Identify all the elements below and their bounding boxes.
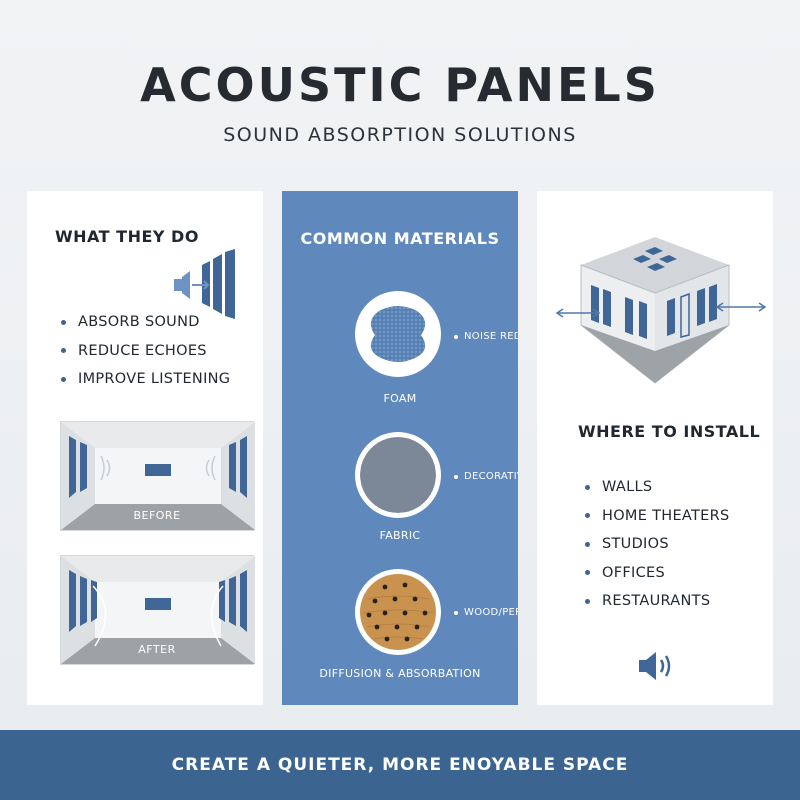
list-item: OFFICES <box>585 559 730 588</box>
foam-note: NOISE REDUCTI <box>454 331 518 342</box>
wood-swatch <box>355 569 441 655</box>
sound-wave-panels-icon <box>174 249 235 319</box>
fabric-note: DECORATIVE <box>454 471 518 482</box>
list-item: WALLS <box>585 473 730 502</box>
common-materials-heading: COMMON MATERIALS <box>300 229 500 248</box>
after-room-illustration: AFTER <box>60 555 255 665</box>
foam-swatch <box>355 291 441 377</box>
list-item: IMPROVE LISTENING <box>61 365 230 394</box>
speaker-icon <box>639 652 671 680</box>
foam-label: FOAM <box>383 392 417 405</box>
what-they-do-panel: WHAT THEY DO ABSORB SOUND REDUCE ECHOES … <box>27 191 263 705</box>
where-to-install-heading: WHERE TO INSTALL <box>578 422 761 441</box>
before-label: BEFORE <box>133 509 181 522</box>
footer-banner: CREATE A QUIETER, MORE ENOYABLE SPACE <box>0 730 800 800</box>
fabric-label: FABRIC <box>379 529 421 542</box>
list-item: ABSORB SOUND <box>61 308 230 337</box>
wood-label: DIFFUSION & ABSORBATION <box>319 667 481 680</box>
list-item: RESTAURANTS <box>585 587 730 616</box>
list-item: REDUCE ECHOES <box>61 337 230 366</box>
list-item: HOME THEATERS <box>585 502 730 531</box>
what-they-do-list: ABSORB SOUND REDUCE ECHOES IMPROVE LISTE… <box>61 308 230 394</box>
page-subtitle: SOUND ABSORPTION SOLUTIONS <box>223 124 577 146</box>
footer-text: CREATE A QUIETER, MORE ENOYABLE SPACE <box>171 755 629 775</box>
after-label: AFTER <box>138 643 176 656</box>
what-they-do-heading: WHAT THEY DO <box>55 227 199 246</box>
where-to-install-panel: WHERE TO INSTALL WALLS HOME THEATERS STU… <box>537 191 773 705</box>
where-to-install-list: WALLS HOME THEATERS STUDIOS OFFICES REST… <box>585 473 730 616</box>
room-install-illustration <box>555 237 767 384</box>
page-title: ACOUSTIC PANELS <box>140 58 660 112</box>
list-item: STUDIOS <box>585 530 730 559</box>
common-materials-panel: COMMON MATERIALS NOISE REDUCTI FOAM <box>282 191 518 705</box>
wood-note: WOOD/PERFOR <box>454 607 518 618</box>
fabric-swatch <box>355 432 441 518</box>
before-room-illustration: BEFORE <box>60 421 255 531</box>
